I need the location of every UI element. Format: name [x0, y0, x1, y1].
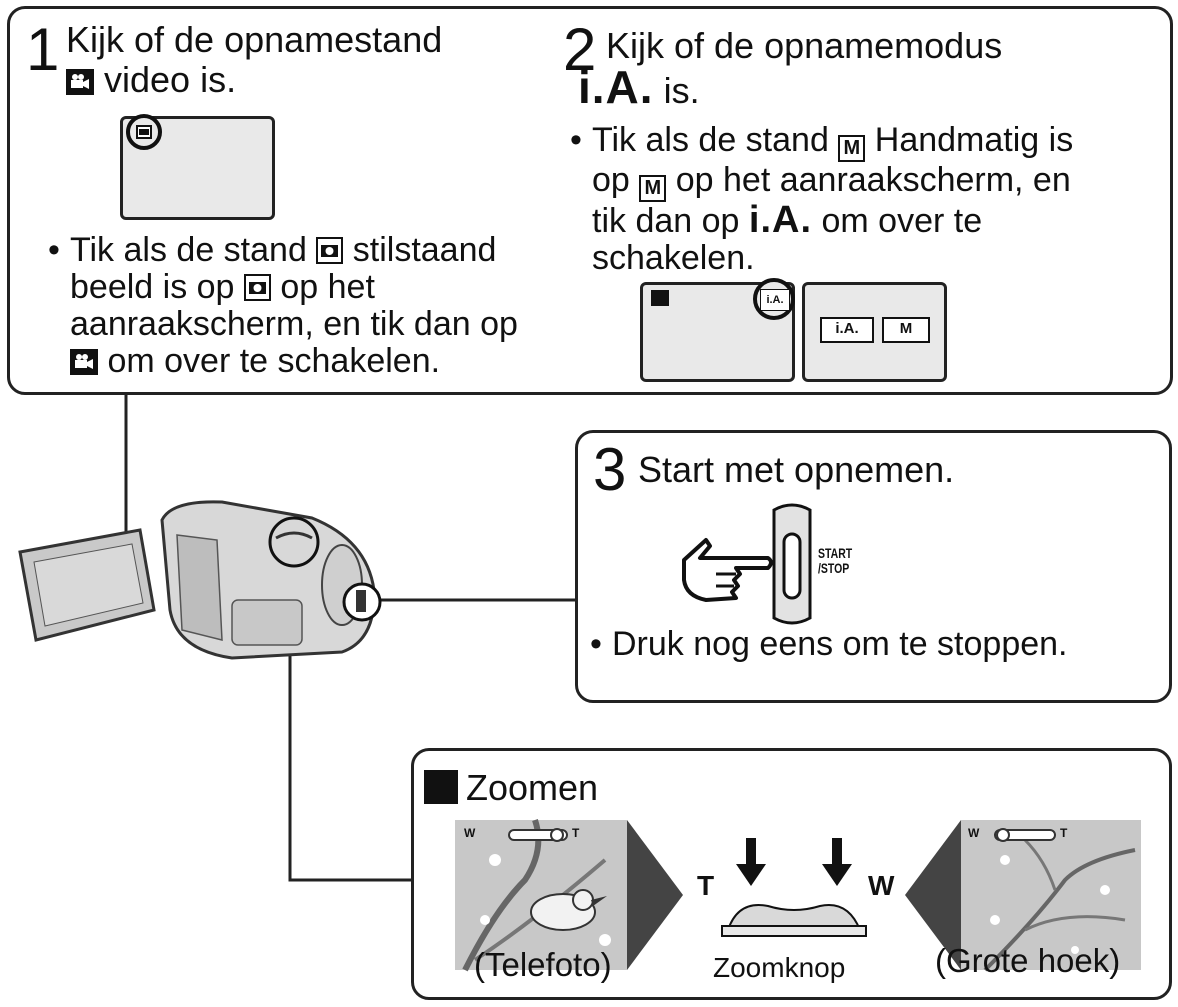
step2-bullet: Tik als de stand M Handmatig is op M op … [592, 122, 1162, 277]
wide-angle-image [905, 820, 1141, 972]
step3-bullet-text: Druk nog eens om te stoppen. [612, 625, 1068, 663]
step2-title-tail: is. [663, 70, 700, 111]
step1-bullet: Tik als de stand stilstaand beeld is op … [70, 232, 570, 380]
wide-angle-caption: (Grote hoek) [935, 942, 1121, 979]
step2-bullet-text-c: op [592, 161, 630, 199]
hand-pointer-icon [682, 538, 773, 602]
video-camera-icon [70, 349, 98, 375]
start-label: START [818, 545, 853, 561]
arrow-down-icon [822, 838, 852, 886]
ia-touch-button-small[interactable]: i.A. [760, 289, 790, 311]
slider-w-label: W [968, 826, 980, 840]
stop-label: /STOP [818, 560, 850, 576]
video-camera-icon [651, 290, 669, 306]
step1-title-line1: Kijk of de opnamestand [66, 19, 443, 60]
still-camera-icon [243, 274, 271, 301]
step1-bullet-text-f: om over te schakelen. [107, 342, 441, 380]
start-stop-button[interactable] [762, 500, 822, 630]
step2-bullet-text-e: tik dan op [592, 202, 740, 240]
still-camera-icon [316, 237, 344, 264]
video-camera-icon [66, 69, 94, 95]
zoom-t-label: T [697, 870, 715, 901]
step2-bullet-text-a: Tik als de stand [592, 121, 829, 159]
video-mode-highlight-circle [126, 114, 162, 150]
ia-touch-button[interactable]: i.A. [820, 317, 874, 343]
step1-title-line2-row: video is. [66, 60, 236, 100]
step2-bullet-text-b: Handmatig is [874, 121, 1074, 159]
telephoto-image [455, 819, 683, 972]
ia-mode-label: i.A. [748, 199, 813, 241]
section-square-icon [424, 770, 458, 804]
manual-touch-button[interactable]: M [882, 317, 930, 343]
zoom-title: Zoomen [466, 767, 599, 808]
zoom-knob-illustration [721, 838, 867, 937]
camcorder-illustration [18, 500, 382, 660]
telephoto-caption: (Telefoto) [474, 946, 612, 983]
step3-title: Start met opnemen. [638, 449, 955, 490]
step2-bullet-text-f: om over te [821, 202, 983, 240]
step1-title-line2: video is. [104, 59, 237, 100]
slider-t-label: T [572, 826, 580, 840]
step1-bullet-text-c: beeld is op [70, 268, 235, 306]
step3-bullet: Druk nog eens om te stoppen. [612, 626, 1068, 663]
zoom-w-label: W [868, 870, 895, 901]
step3-number: 3 [593, 436, 627, 503]
start-stop-label: START /STOP [818, 546, 852, 576]
step2-bullet-text-g: schakelen. [592, 239, 755, 277]
arrow-down-icon [736, 838, 766, 886]
step2-title-line2: i.A. is. [578, 64, 700, 114]
zoom-knob-caption: Zoomknop [713, 952, 846, 983]
step2-title-line1: Kijk of de opnamemodus [606, 25, 1003, 66]
manual-m-icon: M [639, 175, 667, 202]
step2-bullet-text-d: op het aanraakscherm, en [675, 161, 1071, 199]
step1-number: 1 [26, 16, 60, 83]
step1-bullet-text-d: op het [280, 268, 375, 306]
step1-bullet-text-a: Tik als de stand [70, 231, 307, 269]
ia-mode-label: i.A. [578, 61, 654, 113]
step1-bullet-text-e: aanraakscherm, en tik dan op [70, 305, 518, 343]
step3-panel [575, 430, 1172, 703]
slider-t-label: T [1060, 826, 1068, 840]
step1-bullet-text-b: stilstaand [352, 231, 497, 269]
step2-number: 2 [563, 16, 597, 83]
manual-m-icon: M [838, 135, 866, 162]
slider-w-label: W [464, 826, 476, 840]
